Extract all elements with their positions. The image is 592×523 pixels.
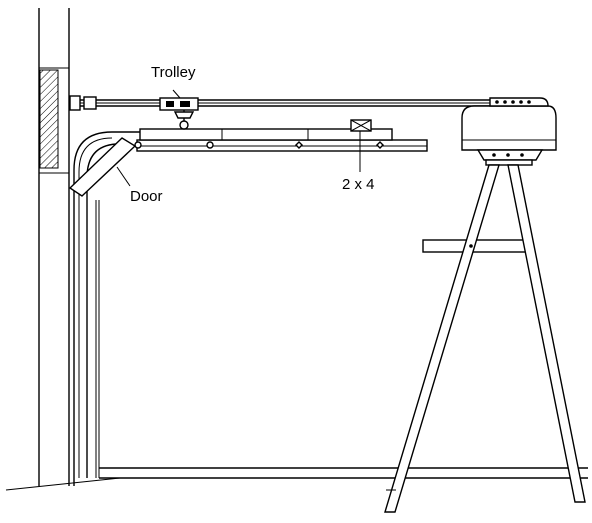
header-block: [39, 69, 59, 169]
ladder: [384, 164, 586, 513]
board-2x4: [350, 119, 372, 172]
door-label: Door: [130, 188, 163, 205]
door-panel: [68, 137, 137, 197]
motor-unit: [461, 97, 557, 166]
board-label: 2 x 4: [342, 176, 375, 193]
horizontal-track: [134, 128, 428, 152]
wall: [38, 8, 70, 486]
trolley-label: Trolley: [151, 64, 196, 81]
trolley: [159, 89, 199, 130]
rail: [69, 95, 490, 111]
